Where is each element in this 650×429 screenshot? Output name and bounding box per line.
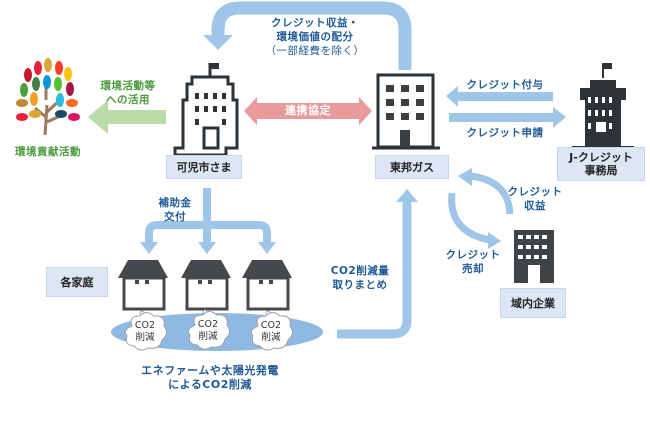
credit-revenue-arrow: [469, 172, 514, 215]
revenue-label-line2: 環境価値の配分: [276, 31, 354, 43]
subsidy-line2: 交付: [164, 211, 186, 223]
partnership-label: 連携協定: [285, 104, 331, 117]
credit-revenue-label: クレジット 収益: [505, 185, 565, 213]
cloud-text-1: CO2 削減: [120, 320, 170, 344]
jcredit-office-box: J-クレジット 事務局: [557, 147, 645, 181]
credit-grant-arrow-shaft: [458, 92, 553, 101]
co2-collect-line2: 取りまとめ: [332, 279, 388, 291]
credit-sale-line2: 売却: [462, 263, 484, 275]
credit-apply-label: クレジット申請: [466, 127, 544, 139]
partnership-arrow: [244, 97, 372, 125]
cloud-2-line1: CO2: [197, 319, 219, 330]
subsidy-arrow-stem: [203, 188, 211, 243]
credit-sale-arrow: [448, 192, 491, 244]
subsidy-line1: 補助金: [158, 197, 192, 209]
cloud-2-line2: 削減: [198, 331, 218, 342]
house-icon-3: [242, 260, 292, 311]
env-use-arrow-shaft: [108, 110, 166, 124]
credit-revenue-arrowhead: [458, 168, 472, 186]
caption-line1: エネファームや太陽光発電: [141, 364, 279, 377]
jcredit-office-line1: J-クレジット: [569, 151, 633, 164]
thought-cloud-3: [250, 310, 294, 351]
credit-apply-arrow-shaft: [449, 113, 553, 122]
co2-collect-arrowhead: [396, 189, 418, 202]
cloud-text-3: CO2 削減: [246, 320, 296, 344]
thought-cloud-2: [187, 309, 231, 350]
house-icon-1: [118, 260, 168, 311]
subsidy-arrow-branch: [145, 221, 271, 243]
cloud-3-line2: 削減: [261, 332, 281, 343]
revenue-arrow: [211, 1, 412, 70]
households-box: 各家庭: [46, 267, 108, 297]
cloud-3-line1: CO2: [260, 320, 282, 331]
env-use-arrowhead: [88, 100, 108, 134]
credit-apply-arrowhead: [553, 107, 566, 128]
subsidy-arrowhead-left: [140, 242, 158, 254]
cloud-1-line1: CO2: [134, 320, 156, 331]
credit-revenue-line1: クレジット: [507, 186, 563, 198]
revenue-label: クレジット収益・ 環境価値の配分 （一部経費を除く）: [255, 16, 375, 58]
env-use-label-line1: 環境活動等: [100, 80, 156, 92]
sdgs-tree-icon: [16, 58, 80, 136]
local-company-building-icon: [514, 230, 554, 283]
city-hall-building-icon: [173, 63, 239, 157]
credit-grant-arrowhead: [446, 86, 458, 107]
city-box: 可児市さま: [166, 155, 242, 179]
cloud-text-2: CO2 削減: [183, 319, 233, 343]
co2-collect-line1: CO2削減量: [330, 265, 390, 277]
credit-grant-label: クレジット付与: [466, 79, 544, 91]
co2-collect-arrow: [337, 200, 412, 339]
cloud-1-line2: 削減: [135, 332, 155, 343]
env-use-label-line2: への活用: [106, 94, 150, 106]
jcredit-office-line2: 事務局: [584, 164, 618, 177]
env-activity-label: 環境貢献活動: [15, 146, 81, 158]
revenue-label-line3: （一部経費を除く）: [265, 45, 365, 57]
thought-cloud-1: [124, 310, 168, 351]
subsidy-label: 補助金 交付: [150, 196, 200, 224]
toho-gas-building-icon: [372, 73, 440, 150]
env-use-label: 環境活動等 への活用: [88, 79, 168, 107]
co2-collect-label: CO2削減量 取りまとめ: [318, 264, 402, 292]
toho-gas-box: 東邦ガス: [375, 155, 449, 179]
revenue-label-line1: クレジット収益・: [271, 17, 359, 29]
credit-sale-line1: クレジット: [445, 249, 501, 261]
credit-sale-label: クレジット 売却: [443, 248, 503, 276]
subsidy-arrowhead-center: [198, 242, 216, 254]
caption: エネファームや太陽光発電 によるCO2削減: [130, 364, 290, 392]
subsidy-arrowhead-right: [258, 242, 276, 254]
jcredit-office-building-icon: [572, 63, 634, 151]
revenue-arrowhead: [203, 35, 233, 50]
credit-sale-arrowhead: [488, 232, 501, 249]
credit-revenue-line2: 収益: [524, 200, 546, 212]
local-company-box: 域内企業: [500, 288, 566, 318]
caption-line2: によるCO2削減: [168, 378, 252, 391]
house-icon-2: [181, 260, 231, 311]
